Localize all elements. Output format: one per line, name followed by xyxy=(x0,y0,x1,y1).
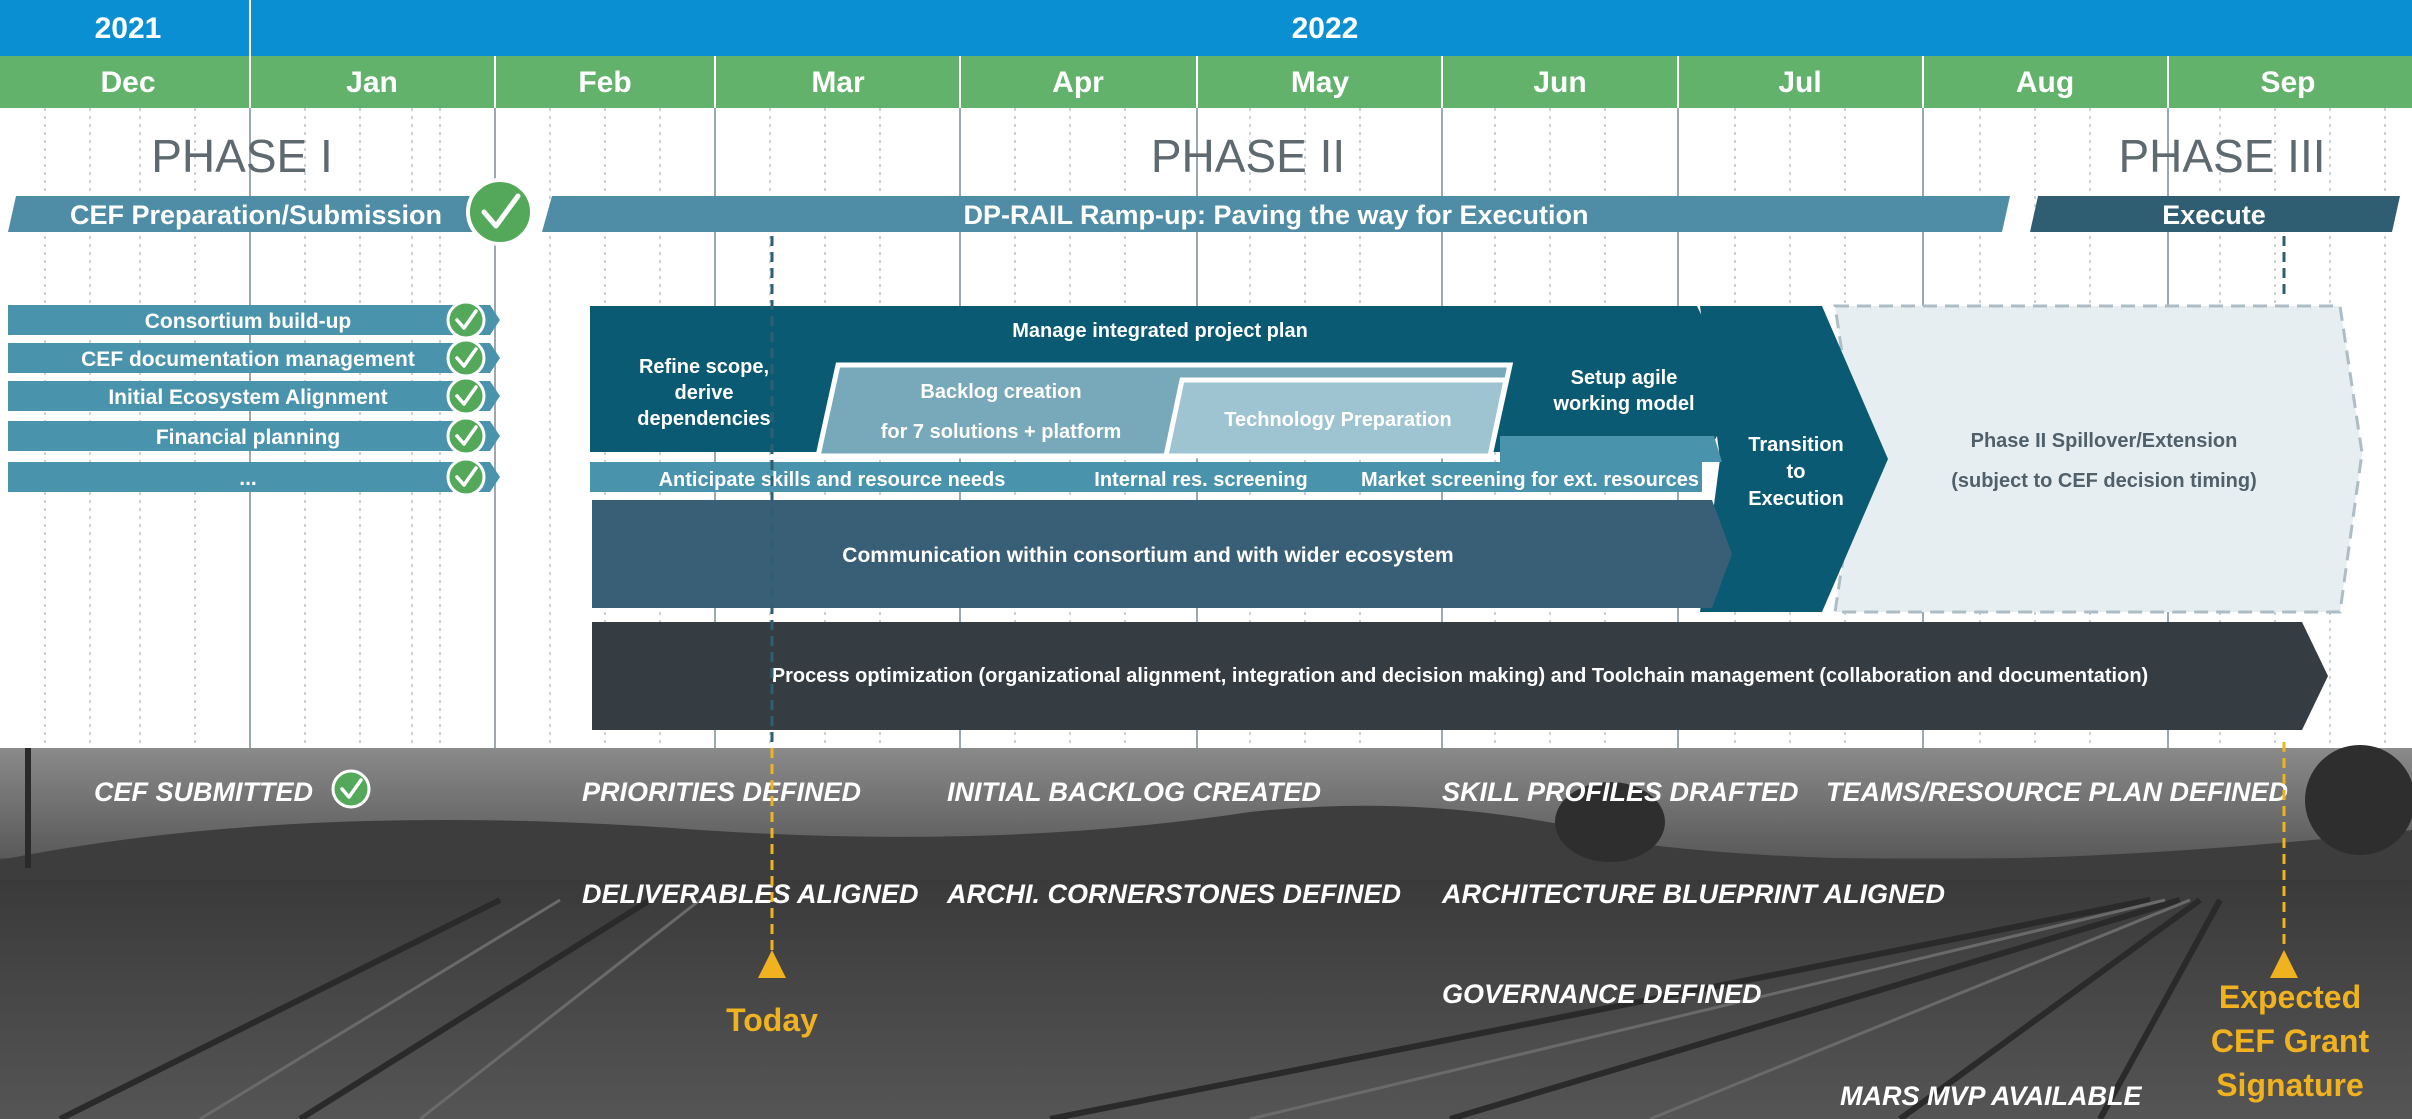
task-bar xyxy=(8,343,500,373)
month-aug-label: Aug xyxy=(2016,66,2074,99)
milestone-initial-backlog: INITIAL BACKLOG CREATED xyxy=(947,777,1321,807)
today-arrow-icon xyxy=(758,950,786,978)
refine-label-2: derive xyxy=(675,382,734,404)
transition-label-1: Transition xyxy=(1748,434,1844,456)
month-feb-label: Feb xyxy=(578,66,631,99)
communication-label: Communication within consortium and with… xyxy=(842,544,1453,567)
expected-label-3: Signature xyxy=(2216,1067,2364,1103)
month-jun-label: Jun xyxy=(1533,66,1586,99)
phase-2-bar xyxy=(542,196,2010,232)
task-bar xyxy=(8,305,500,335)
task-label: Initial Ecosystem Alignment xyxy=(108,386,387,409)
market-screening-label: Market screening for ext. resources xyxy=(1361,469,1699,491)
resources-bar xyxy=(590,462,1702,492)
phase-3-title: PHASE III xyxy=(2118,130,2325,182)
phase-2-bar-label: DP-RAIL Ramp-up: Paving the way for Exec… xyxy=(963,200,1588,230)
spillover-label-1: Phase II Spillover/Extension xyxy=(1971,430,2238,452)
phase-1-bar-label: CEF Preparation/Submission xyxy=(70,200,442,230)
month-bar xyxy=(0,56,2412,108)
milestone-priorities: PRIORITIES DEFINED xyxy=(582,777,861,807)
month-may-label: May xyxy=(1291,66,1350,99)
anticipate-label: Anticipate skills and resource needs xyxy=(659,469,1006,491)
phase-3-bar-label: Execute xyxy=(2162,200,2266,230)
transition-label-2: to xyxy=(1787,461,1806,483)
milestone-mars-mvp: MARS MVP AVAILABLE xyxy=(1840,1081,2142,1111)
transition-label-3: Execution xyxy=(1748,488,1844,510)
milestone-check-icon xyxy=(331,769,371,809)
spillover-label-2: (subject to CEF decision timing) xyxy=(1951,470,2257,492)
task-label: CEF documentation management xyxy=(81,348,415,371)
month-mar-label: Mar xyxy=(811,66,865,99)
phase-1-task-list: Consortium build-up CEF documentation ma… xyxy=(8,300,500,497)
refine-label-3: dependencies xyxy=(637,408,770,430)
phase-1-bar xyxy=(8,196,490,232)
milestone-architecture-blueprint: ARCHITECTURE BLUEPRINT ALIGNED xyxy=(1441,879,1945,909)
process-bar xyxy=(592,622,2328,730)
task-label: Financial planning xyxy=(156,426,340,449)
task-label: ... xyxy=(239,467,257,490)
task-check-icon xyxy=(446,300,486,340)
milestone-teams-resource-plan: TEAMS/RESOURCE PLAN DEFINED xyxy=(1826,777,2288,807)
milestone-archi-cornerstones: ARCHI. CORNERSTONES DEFINED xyxy=(946,879,1401,909)
spillover-chevron xyxy=(1833,304,2364,614)
milestone-governance: GOVERNANCE DEFINED xyxy=(1442,979,1762,1009)
expected-label-2: CEF Grant xyxy=(2211,1023,2370,1059)
transition-chevron xyxy=(1700,306,1888,612)
milestone-skill-profiles: SKILL PROFILES DRAFTED xyxy=(1442,777,1799,807)
task-check-icon xyxy=(446,376,486,416)
task-bar xyxy=(8,421,500,451)
phase-3-bar xyxy=(2030,196,2400,232)
manage-plan-label: Manage integrated project plan xyxy=(1012,320,1308,342)
process-label: Process optimization (organizational ali… xyxy=(772,665,2148,687)
tech-prep-bar xyxy=(1162,377,1510,459)
tech-prep-label: Technology Preparation xyxy=(1224,409,1451,431)
agile-label-2: working model xyxy=(1552,393,1694,415)
railway-photo-background xyxy=(0,745,2412,1119)
month-sep-label: Sep xyxy=(2260,66,2315,99)
expected-signature-marker: Expected CEF Grant Signature xyxy=(2211,236,2370,1103)
month-dec-label: Dec xyxy=(100,66,155,99)
backlog-label-1: Backlog creation xyxy=(920,381,1081,403)
market-screening-tab xyxy=(1500,436,1722,462)
month-jan-label: Jan xyxy=(346,66,398,99)
expected-label-1: Expected xyxy=(2219,979,2361,1015)
expected-arrow-icon xyxy=(2270,950,2298,978)
phase-1-title: PHASE I xyxy=(151,130,333,182)
task-bar xyxy=(8,381,500,411)
task-check-icon xyxy=(446,338,486,378)
task-check-icon xyxy=(446,457,486,497)
milestone-deliverables: DELIVERABLES ALIGNED xyxy=(582,879,919,909)
month-jul-label: Jul xyxy=(1778,66,1821,99)
backlog-label-2: for 7 solutions + platform xyxy=(881,421,1122,443)
year-2021-label: 2021 xyxy=(95,12,162,45)
year-2022-label: 2022 xyxy=(1292,12,1359,45)
agile-label-1: Setup agile xyxy=(1571,367,1678,389)
timeline-header: 2021 2022 Dec Jan Feb Mar Apr May Jun Ju… xyxy=(0,0,2412,108)
task-check-icon xyxy=(446,416,486,456)
milestone-cef-submitted: CEF SUBMITTED xyxy=(94,777,313,807)
internal-screening-label: Internal res. screening xyxy=(1094,469,1307,491)
task-bar xyxy=(8,462,500,492)
year-bar xyxy=(0,0,2412,56)
task-label: Consortium build-up xyxy=(145,310,351,333)
today-marker: Today xyxy=(726,236,818,1038)
refine-label-1: Refine scope, xyxy=(639,356,769,378)
phase-1-check-icon xyxy=(466,178,534,246)
month-apr-label: Apr xyxy=(1052,66,1104,99)
today-label: Today xyxy=(726,1002,818,1038)
milestones: CEF SUBMITTED PRIORITIES DEFINED DELIVER… xyxy=(94,769,2288,1111)
phase-2-workstreams: Phase II Spillover/Extension (subject to… xyxy=(590,304,2364,730)
phase-2-title: PHASE II xyxy=(1151,130,1345,182)
communication-bar xyxy=(592,500,1732,608)
